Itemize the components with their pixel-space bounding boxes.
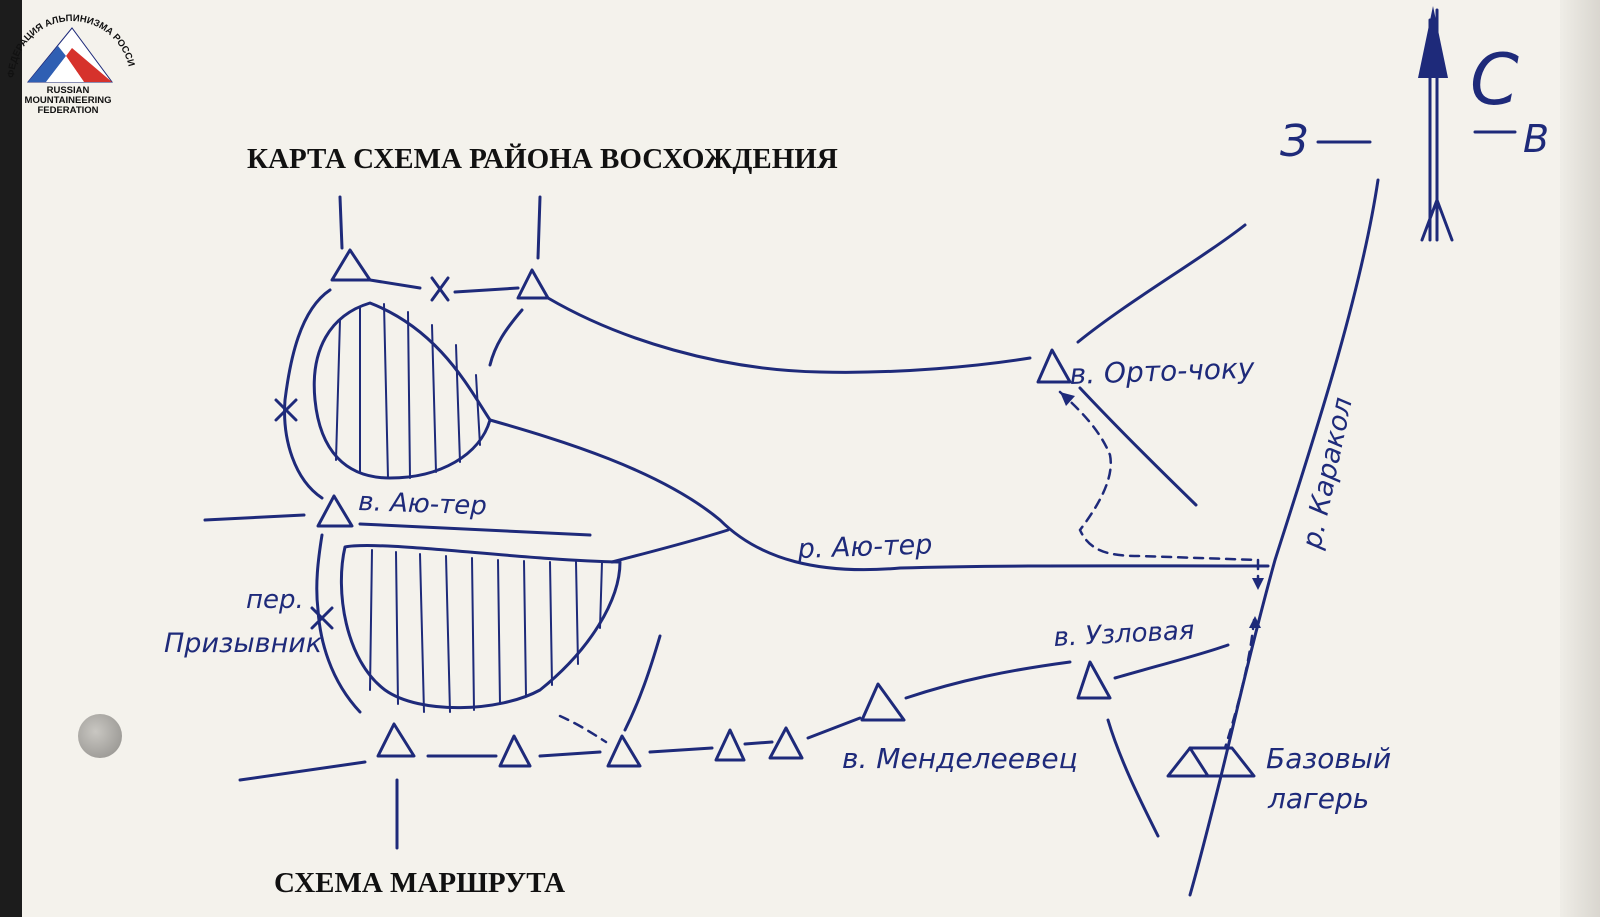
logo-line3: FEDERATION (37, 105, 98, 116)
pass-markers (274, 276, 450, 630)
peak-uzlovaya-icon (1076, 660, 1112, 700)
peak-orto-choku-icon (1036, 348, 1072, 384)
peak-lower-4-icon (714, 728, 746, 762)
lower-glacier (339, 544, 622, 713)
paper-sheet (22, 0, 1600, 917)
peak-lower-2-icon (498, 734, 532, 768)
pass-cross-prizyvnik (310, 606, 334, 630)
route-title: СХЕМА МАРШРУТА (274, 867, 565, 899)
ridges (203, 195, 1247, 850)
map-title: КАРТА СХЕМА РАЙОНА ВОСХОЖДЕНИЯ (247, 142, 838, 175)
compass: С З В (1280, 6, 1549, 242)
logo-line1: RUSSIAN (47, 85, 90, 96)
label-pass-prefix: пер. (246, 585, 304, 615)
approach-route (1058, 390, 1264, 750)
pass-cross-1 (430, 276, 450, 302)
label-pass-name: Призывник (164, 628, 323, 659)
peak-nw-icon (330, 248, 372, 282)
peak-lower-1-icon (376, 722, 416, 758)
river-ayu-ter (488, 418, 1270, 572)
label-peak-ayu-ter: в. Аю-тер (358, 487, 488, 521)
compass-west: З (1280, 116, 1308, 167)
north-arrow-icon (1418, 6, 1448, 78)
upper-glacier (312, 301, 492, 480)
peak-ayu-ter-icon (316, 494, 354, 528)
peak-lower-3-icon (606, 734, 642, 768)
label-base-camp-1: Базовый (1266, 742, 1391, 775)
compass-east: В (1523, 117, 1549, 161)
peak-mendeleevets-icon (860, 682, 906, 722)
label-river-karakol: р. Каракол (1296, 395, 1359, 553)
federation-logo: ФЕДЕРАЦИЯ АЛЬПИНИЗМА РОССИИ RUSSIAN MOUN… (0, 0, 137, 116)
label-river-ayu-ter: р. Аю-тер (796, 529, 933, 565)
pass-cross-2 (274, 398, 298, 422)
peak-n-icon (516, 268, 550, 300)
peak-lower-5-icon (768, 726, 804, 760)
peaks (316, 248, 1112, 768)
label-base-camp-2: лагерь (1267, 782, 1369, 815)
label-peak-mendeleevets: в. Менделеевец (842, 742, 1078, 775)
rivers (488, 178, 1380, 897)
compass-north: С (1470, 39, 1519, 121)
punch-hole (78, 714, 122, 758)
label-peak-uzlovaya: в. Узловая (1053, 616, 1195, 653)
base-camp-tent-icon (1166, 746, 1256, 778)
logo-line2: MOUNTAINEERING (25, 95, 112, 106)
label-peak-orto-choku: в. Орто-чоку (1069, 352, 1255, 391)
paper-edge (1560, 0, 1600, 917)
river-karakol (1188, 178, 1380, 897)
